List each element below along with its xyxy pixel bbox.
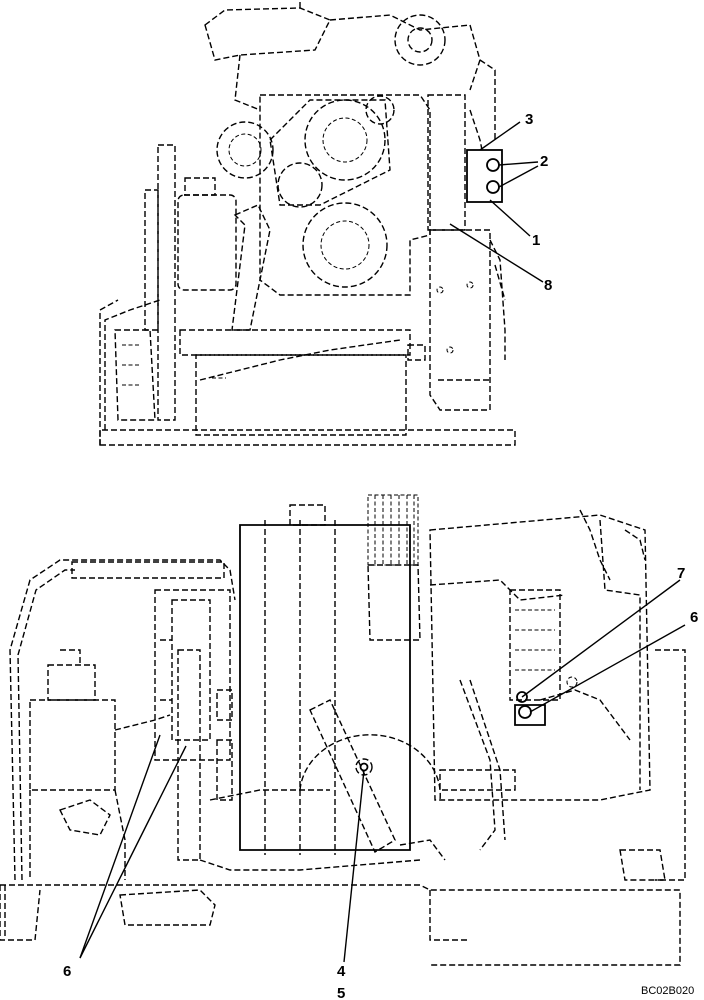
callout-1: 1 — [532, 232, 540, 249]
callout-4: 4 — [337, 963, 346, 980]
figure-code: BC02B020 — [641, 985, 694, 997]
top-engine-view — [99, 0, 516, 446]
callout-8: 8 — [544, 277, 552, 294]
bottom-assembly-view — [0, 494, 686, 966]
bottom-callouts: 6 4 5 7 6 — [63, 565, 698, 1000]
top-callouts: 3 2 1 8 — [449, 111, 552, 294]
callout-5: 5 — [337, 985, 345, 1000]
callout-3: 3 — [525, 111, 533, 128]
callout-2: 2 — [540, 153, 548, 170]
callout-7: 7 — [677, 565, 685, 582]
callout-6-right: 6 — [690, 609, 698, 626]
callout-6-left: 6 — [63, 963, 71, 980]
